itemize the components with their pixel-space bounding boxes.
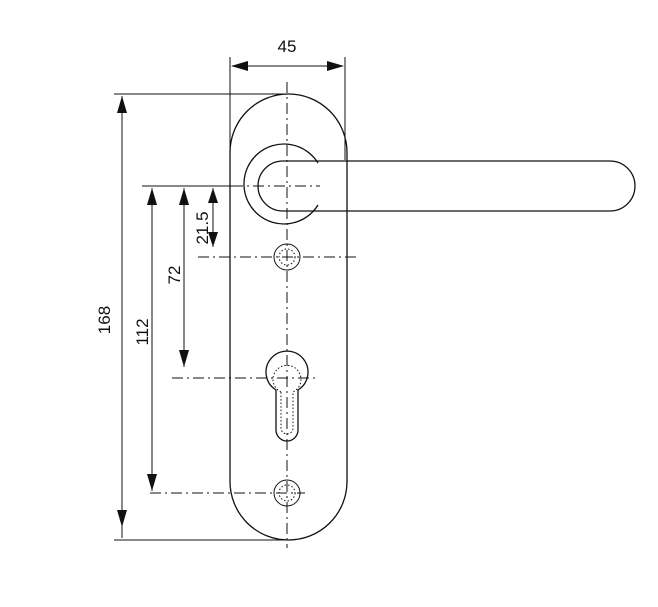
lower-hole-distance-label: 112 [133, 318, 152, 345]
lever-handle-outline [257, 160, 636, 212]
width-dimension-label: 45 [278, 37, 297, 56]
backplate-outline [229, 93, 348, 541]
handle-rose-outline [243, 143, 319, 225]
lower-screw-hole [273, 479, 301, 507]
upper-screw-hole [273, 243, 301, 271]
upper-hole-distance-label: 21.5 [193, 211, 212, 244]
total-height-dimension-label: 168 [95, 306, 114, 334]
cylinder-inner-dotted [272, 364, 302, 435]
cylinder-keyhole-outline [265, 350, 309, 442]
cylinder-distance-label: 72 [165, 266, 184, 285]
